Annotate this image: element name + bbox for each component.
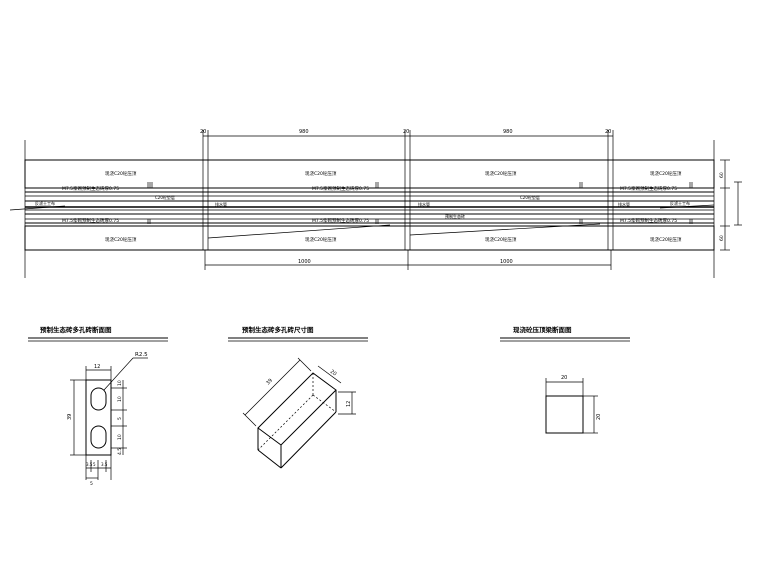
- title-section: 预制生态砖多孔砖断面图: [40, 325, 112, 334]
- sec-d1: 10: [117, 396, 123, 402]
- slope-line-1: [207, 224, 391, 239]
- brick-section-detail: 12 R2.5 39 10 5 10 10 4.5 3.5 5 3.5 5: [67, 352, 148, 487]
- joint-2: [404, 159, 411, 251]
- bottom-dimension-chain: 1000 1000: [204, 250, 612, 270]
- label-cap-6: 现浇C20砼压顶: [305, 236, 337, 243]
- sec-width: 12: [94, 364, 100, 370]
- label-layer-mid-1: C20砼垫层: [155, 194, 175, 200]
- plan-section: 现浇C20砼压顶 现浇C20砼压顶 现浇C20砼压顶 现浇C20砼压顶 现浇C2…: [9, 129, 742, 278]
- label-cap-4: 现浇C20砼压顶: [650, 170, 682, 177]
- right-dimension: 60 60: [719, 159, 742, 251]
- sec-height: 39: [67, 414, 73, 420]
- sec-radius: R2.5: [135, 352, 148, 358]
- dim-top-4: 980: [503, 129, 513, 135]
- sec-b4: 5: [90, 481, 93, 487]
- dim-top-2: 980: [299, 129, 309, 135]
- iso-wid: 20: [329, 369, 338, 378]
- brick-isometric-detail: 39 20 12: [242, 357, 356, 469]
- cap-beam-section: [545, 395, 584, 434]
- iso-len: 39: [265, 378, 274, 387]
- top-dimension-chain: 20 980 20 980 20: [200, 129, 614, 160]
- title-cap: 现浇砼压顶梁断面图: [513, 325, 572, 334]
- label-cap-2: 现浇C20砼压顶: [305, 170, 337, 177]
- sec-d3: 10: [117, 434, 123, 440]
- label-mortar-2: M7.5浆砌预制生态砖厚0.75: [312, 185, 369, 192]
- label-mortar-4: M7.5浆砌预制生态砖厚0.75: [62, 217, 119, 224]
- joint-1: [202, 159, 209, 251]
- iso-h: 12: [346, 401, 352, 407]
- cap-h: 20: [596, 414, 602, 420]
- cap-beam-detail: 20 20: [545, 375, 602, 434]
- sec-b1: 3.5: [86, 462, 93, 467]
- label-mortar-3: M7.5浆砌预制生态砖厚0.75: [620, 185, 677, 192]
- sec-d2: 5: [117, 417, 123, 420]
- dim-bottom-2: 1000: [500, 259, 513, 265]
- bottom-concrete-band: [24, 225, 715, 251]
- sec-b2: 5: [93, 462, 96, 467]
- cap-w: 20: [561, 375, 567, 381]
- label-pipe-2: 排水管: [418, 201, 430, 207]
- detail-titles: 预制生态砖多孔砖断面图 预制生态砖多孔砖尺寸图 现浇砼压顶梁断面图: [28, 325, 630, 342]
- sec-d5: 4.5: [117, 448, 123, 455]
- label-brick: 预制生态砖: [445, 213, 465, 219]
- label-pipe-3: 排水管: [618, 201, 630, 207]
- dim-top-3: 20: [403, 129, 409, 135]
- label-cap-5: 现浇C20砼压顶: [105, 236, 137, 243]
- label-filter-1: 反滤土工布: [35, 200, 55, 206]
- slope-line-left: [9, 205, 66, 211]
- sec-d4: 10: [117, 380, 123, 386]
- label-layer-mid-2: C20砼垫层: [520, 194, 540, 200]
- label-mortar-1: M7.5浆砌预制生态砖厚0.75: [62, 185, 119, 192]
- joint-3: [607, 159, 614, 251]
- label-mortar-5: M7.5浆砌预制生态砖厚0.75: [312, 217, 369, 224]
- label-cap-8: 现浇C20砼压顶: [650, 236, 682, 243]
- label-cap-1: 现浇C20砼压顶: [105, 170, 137, 177]
- slope-line-right: [659, 204, 715, 209]
- label-cap-3: 现浇C20砼压顶: [485, 170, 517, 177]
- dim-top-5: 20: [605, 129, 611, 135]
- label-filter-2: 反滤土工布: [670, 200, 690, 206]
- dim-right-bottom: 60: [719, 235, 725, 241]
- dim-bottom-1: 1000: [298, 259, 311, 265]
- brick-hole-bottom: [90, 425, 107, 449]
- slope-line-2: [409, 223, 601, 236]
- label-pipe-1: 排水管: [215, 201, 227, 207]
- label-cap-7: 现浇C20砼压顶: [485, 236, 517, 243]
- brick-hole-top: [90, 387, 107, 411]
- title-size: 预制生态砖多孔砖尺寸图: [242, 325, 314, 334]
- top-concrete-band: [24, 159, 715, 189]
- dim-top-1: 20: [200, 129, 206, 135]
- label-mortar-6: M7.5浆砌预制生态砖厚0.75: [620, 217, 677, 224]
- dim-right-top: 60: [719, 172, 725, 178]
- sec-b3: 3.5: [101, 462, 108, 467]
